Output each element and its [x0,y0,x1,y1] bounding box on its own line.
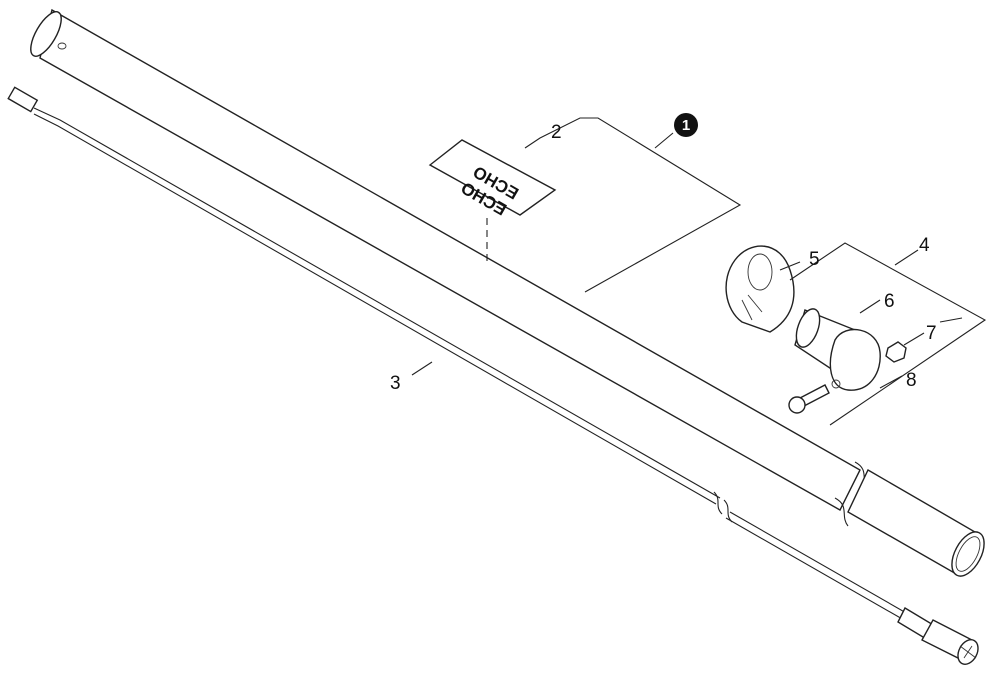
callout-7: 7 [926,323,937,344]
main-shaft-tube [30,8,985,577]
leader-lines [411,117,987,426]
callout-1: 1 [682,117,690,134]
callout-8: 8 [906,370,917,391]
clamp-bracket [725,245,795,333]
callout-badge-1: 1 [674,113,698,137]
callout-5: 5 [809,249,820,270]
drive-cable [7,86,979,665]
callout-3: 3 [390,373,401,394]
clamp-nut [885,341,907,363]
callout-6: 6 [884,291,895,312]
callout-4: 4 [919,235,930,256]
clamp-sleeve [794,308,881,391]
clamp-bolt [788,384,830,414]
callout-2: 2 [551,122,562,143]
